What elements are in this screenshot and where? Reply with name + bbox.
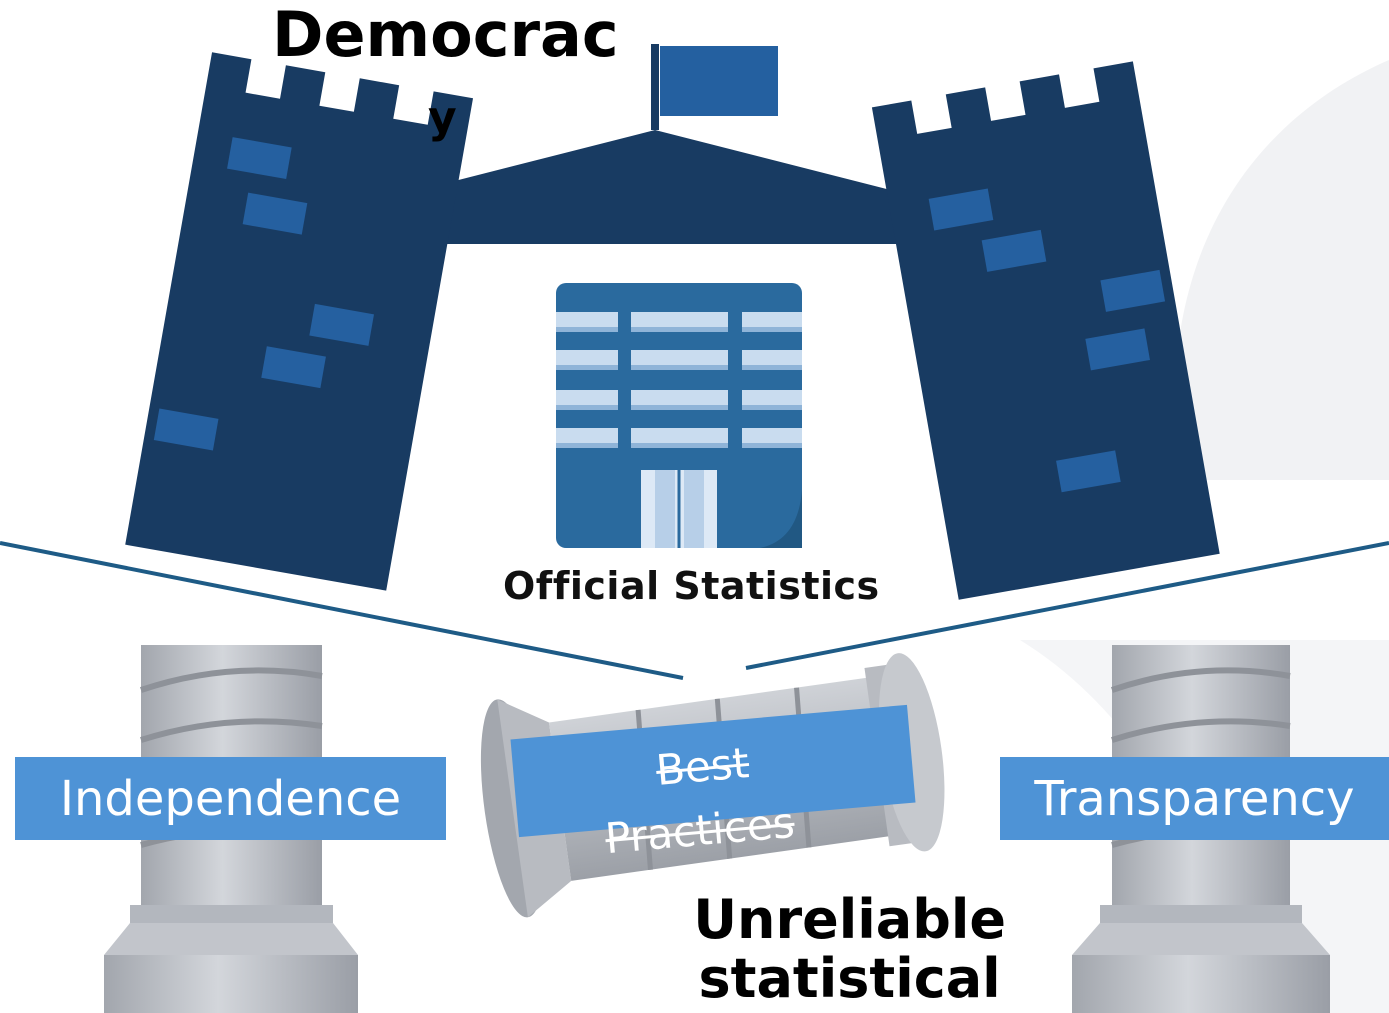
- footer-unreliable-statistical: Unreliable statistical: [693, 890, 1006, 1009]
- flag-icon: [660, 46, 778, 116]
- footer-line-1: Unreliable: [693, 888, 1006, 951]
- pillar-label-transparency: Transparency: [1000, 757, 1389, 840]
- castle-roof: [380, 44, 930, 244]
- office-building-icon: [556, 283, 802, 548]
- background-swoosh: [1174, 60, 1389, 480]
- pillar-label-best: Best: [654, 738, 751, 795]
- platform-line-right: [745, 541, 1389, 670]
- platform-line-left: [0, 541, 684, 680]
- castle-tower-right-icon: [871, 61, 1220, 600]
- footer-line-2: statistical: [698, 947, 1001, 1011]
- pillar-label-independence: Independence: [15, 757, 446, 840]
- title-democracy: Democrac: [272, 0, 619, 71]
- castle-tower-left-icon: [125, 52, 474, 591]
- title-democracy-tail: y: [428, 92, 457, 143]
- official-statistics-label: Official Statistics: [503, 564, 880, 608]
